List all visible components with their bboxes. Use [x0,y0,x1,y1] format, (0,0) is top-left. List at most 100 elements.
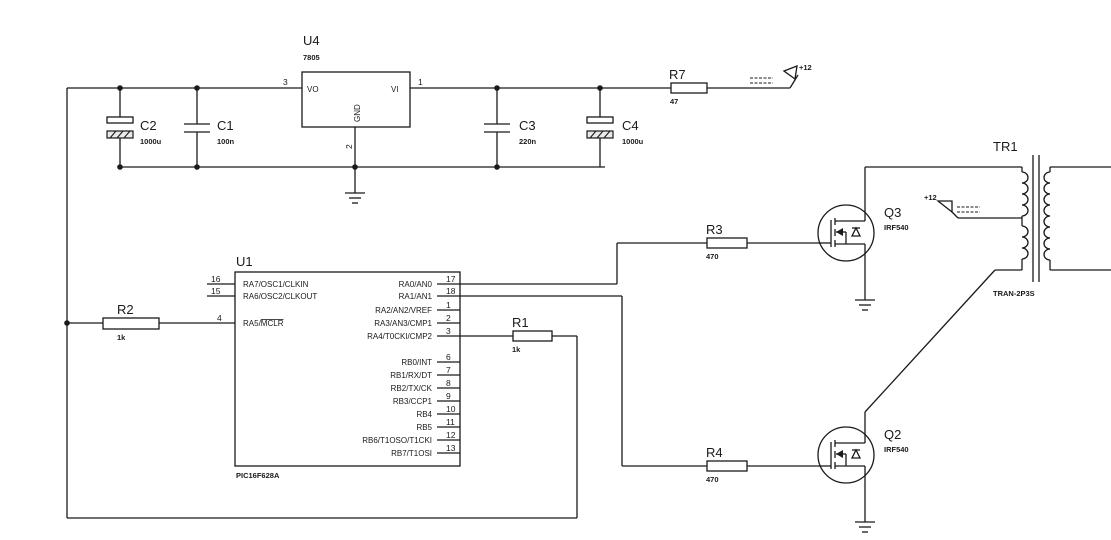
u1-pin-label: RB4 [416,410,432,419]
mosfet-q2: Q2 IRF540 [817,426,909,484]
u4-pinnum-vi: 1 [418,77,423,87]
junction-dot [64,320,70,326]
u1-pin-number: 8 [446,378,451,388]
r1-value: 1k [512,345,521,354]
c2-value: 1000u [140,137,162,146]
u1-pin-number: 13 [446,443,456,453]
junction-dot [494,85,500,91]
resistor-r4: R4 470 [706,445,748,484]
resistor-r1: R1 1k [512,315,553,354]
u1-ref: U1 [236,254,253,269]
r3-ref: R3 [706,222,723,237]
u1-pin-label: RA5/MCLR [243,319,284,328]
junction-dot [194,85,200,91]
microcontroller-u1: U1 PIC16F628A 16RA7/OSC1/CLKIN15RA6/OSC2… [207,254,622,480]
u1-pin-number: 17 [446,274,456,284]
u1-pin-number: 2 [446,313,451,323]
u1-pin-number: 15 [211,286,221,296]
r3-value: 470 [706,252,719,261]
capacitor-c2: C2 1000u [106,116,162,146]
u1-pin-label: RA2/AN2/VREF [375,306,432,315]
c3-ref: C3 [519,118,536,133]
transformer-tr1: TR1 TRAN-2P3S [993,139,1051,298]
u4-part: 7805 [303,53,320,62]
u4-pin-vo: VO [307,85,319,94]
q3-ref: Q3 [884,205,901,220]
r1-ref: R1 [512,315,529,330]
r7-value: 47 [670,97,678,106]
u4-pinnum-gnd: 2 [344,144,354,149]
u1-pin-number: 12 [446,430,456,440]
tr1-part: TRAN-2P3S [993,289,1035,298]
u4-ref: U4 [303,33,320,48]
r2-ref: R2 [117,302,134,317]
u1-pin-label: RB3/CCP1 [393,397,433,406]
u1-pin-number: 9 [446,391,451,401]
power-terminal-top: +12 [750,63,812,89]
u1-part: PIC16F628A [236,471,280,480]
capacitor-c4: C4 1000u [586,116,644,146]
u1-pin-number: 11 [446,417,455,427]
junction-dot [117,85,123,91]
capacitor-c3: C3 220n [484,118,537,146]
u1-pin-label: RA1/AN1 [399,292,433,301]
junction-dot [117,164,123,170]
junction-dot [597,85,603,91]
resistor-r3: R3 470 [706,222,748,261]
u1-pin-label: RB2/TX/CK [391,384,433,393]
r4-ref: R4 [706,445,723,460]
q2-ref: Q2 [884,427,901,442]
u1-pin-label: RB5 [416,423,432,432]
u1-pin-number: 6 [446,352,451,362]
u1-pin-label: RA0/AN0 [399,280,433,289]
u1-pin-number: 3 [446,326,451,336]
c1-value: 100n [217,137,235,146]
junction-dot [194,164,200,170]
mosfet-q3: Q3 IRF540 [817,204,909,262]
u1-pin-number: 18 [446,286,456,296]
ground-symbol [855,521,875,533]
r2-value: 1k [117,333,126,342]
u1-pin-number: 7 [446,365,451,375]
u1-right-pins: 17RA0/AN018RA1/AN11RA2/AN2/VREF2RA3/AN3/… [362,274,622,458]
capacitor-c1: C1 100n [184,118,235,146]
u1-pin-label: RA4/T0CKI/CMP2 [367,332,432,341]
u1-pin-number: 1 [446,300,451,310]
ground-symbol [855,299,875,311]
vcc-mid-label: +12 [924,193,937,202]
ground-symbol [345,192,365,204]
u1-pin-label: RA7/OSC1/CLKIN [243,280,309,289]
regulator-u4: U4 7805 VO VI GND 3 1 2 [283,33,423,149]
u4-pin-gnd: GND [353,104,362,122]
junctions [64,85,603,326]
u1-pin-label: RB0/INT [401,358,432,367]
u1-pin-label: RA6/OSC2/CLKOUT [243,292,317,301]
c4-value: 1000u [622,137,644,146]
c1-ref: C1 [217,118,234,133]
u1-pin-label: RA3/AN3/CMP1 [374,319,432,328]
u4-pinnum-vo: 3 [283,77,288,87]
r4-value: 470 [706,475,719,484]
tr1-ref: TR1 [993,139,1018,154]
resistor-r2: R2 1k [102,302,160,342]
r7-ref: R7 [669,67,686,82]
resistor-r7: R7 47 [669,67,708,106]
vcc-top-label: +12 [799,63,812,72]
